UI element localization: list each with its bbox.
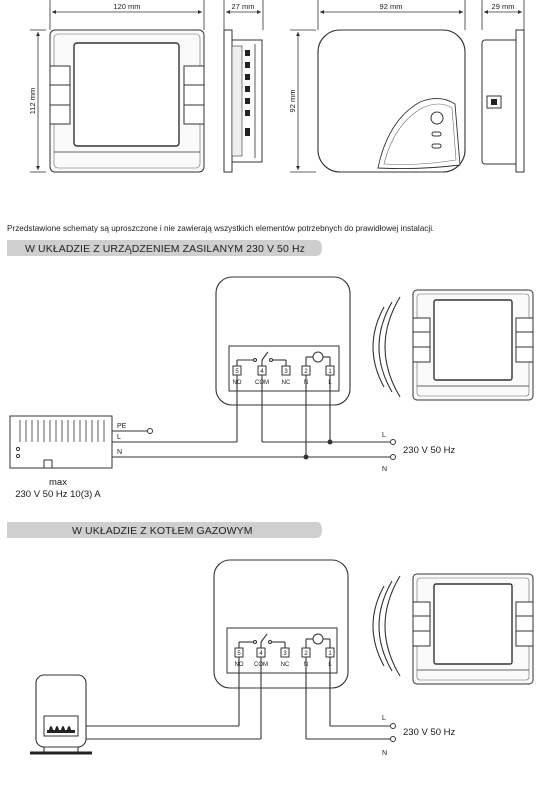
section1-thermostat [412,289,534,401]
dim-depth-29: 29 mm [492,2,515,11]
section1-powered-device [9,415,113,469]
section2-wiring [86,657,396,742]
section2-receiver: 5 4 3 2 1 NO COM NC N L [213,559,349,689]
dim-height-112: 112 mm [28,88,37,115]
s1-wire-pe-label: PE [117,423,127,430]
s1-terminal-3-label: NC [282,380,291,386]
s1-supply-voltage: 230 V 50 Hz [403,445,456,456]
s2-supply-l-label: L [382,715,386,722]
s1-max-rating: 230 V 50 Hz 10(3) A [15,489,101,500]
side-view-thermostat: 27 mm [223,0,264,173]
s1-max-label: max [49,477,67,488]
section1-wiring [112,375,396,460]
s2-terminal-5-num: 5 [237,651,241,657]
section2-radio-waves-icon [372,575,401,677]
dim-width-92: 92 mm [380,2,403,11]
section1-header-bar [7,240,322,256]
s2-terminal-2-num: 2 [304,651,308,657]
dim-width-120: 120 mm [113,2,140,11]
s2-supply-voltage: 230 V 50 Hz [403,727,456,738]
s2-terminal-3-label: NC [281,662,290,668]
dim-height-92: 92 mm [288,90,297,113]
section1-radio-waves-icon [372,296,401,398]
s1-terminal-4-num: 4 [260,369,264,375]
gas-boiler-icon [30,674,92,755]
front-view-thermostat: 120 mm 112 mm [28,0,205,173]
section2-header-bar [7,522,322,538]
section1-receiver: 5 4 3 2 1 NO COM NC N L [215,276,351,406]
s2-terminal-1-num: 1 [328,651,332,657]
s1-supply-n-label: N [382,466,387,473]
front-view-receiver: 92 mm 92 mm [288,0,466,173]
side-view-receiver: 29 mm [481,0,525,173]
s1-wire-l-label: L [117,434,121,441]
section1-title: W UKŁADZIE Z URZĄDZENIEM ZASILANYM 230 V… [25,243,305,255]
disclaimer-note: Przedstawione schematy są uproszczone i … [7,224,434,233]
section2-thermostat [412,573,534,685]
section2-title: W UKŁADZIE Z KOTŁEM GAZOWYM [72,525,253,537]
s2-supply-n-label: N [382,750,387,757]
s1-terminal-1-num: 1 [328,369,332,375]
s1-terminal-5-num: 5 [235,369,239,375]
s2-terminal-3-num: 3 [283,651,287,657]
s1-wire-n-label: N [117,449,122,456]
s1-terminal-3-num: 3 [284,369,288,375]
dim-depth-27: 27 mm [232,2,255,11]
s1-terminal-2-num: 2 [304,369,308,375]
s2-terminal-4-num: 4 [259,651,263,657]
s1-supply-l-label: L [382,432,386,439]
